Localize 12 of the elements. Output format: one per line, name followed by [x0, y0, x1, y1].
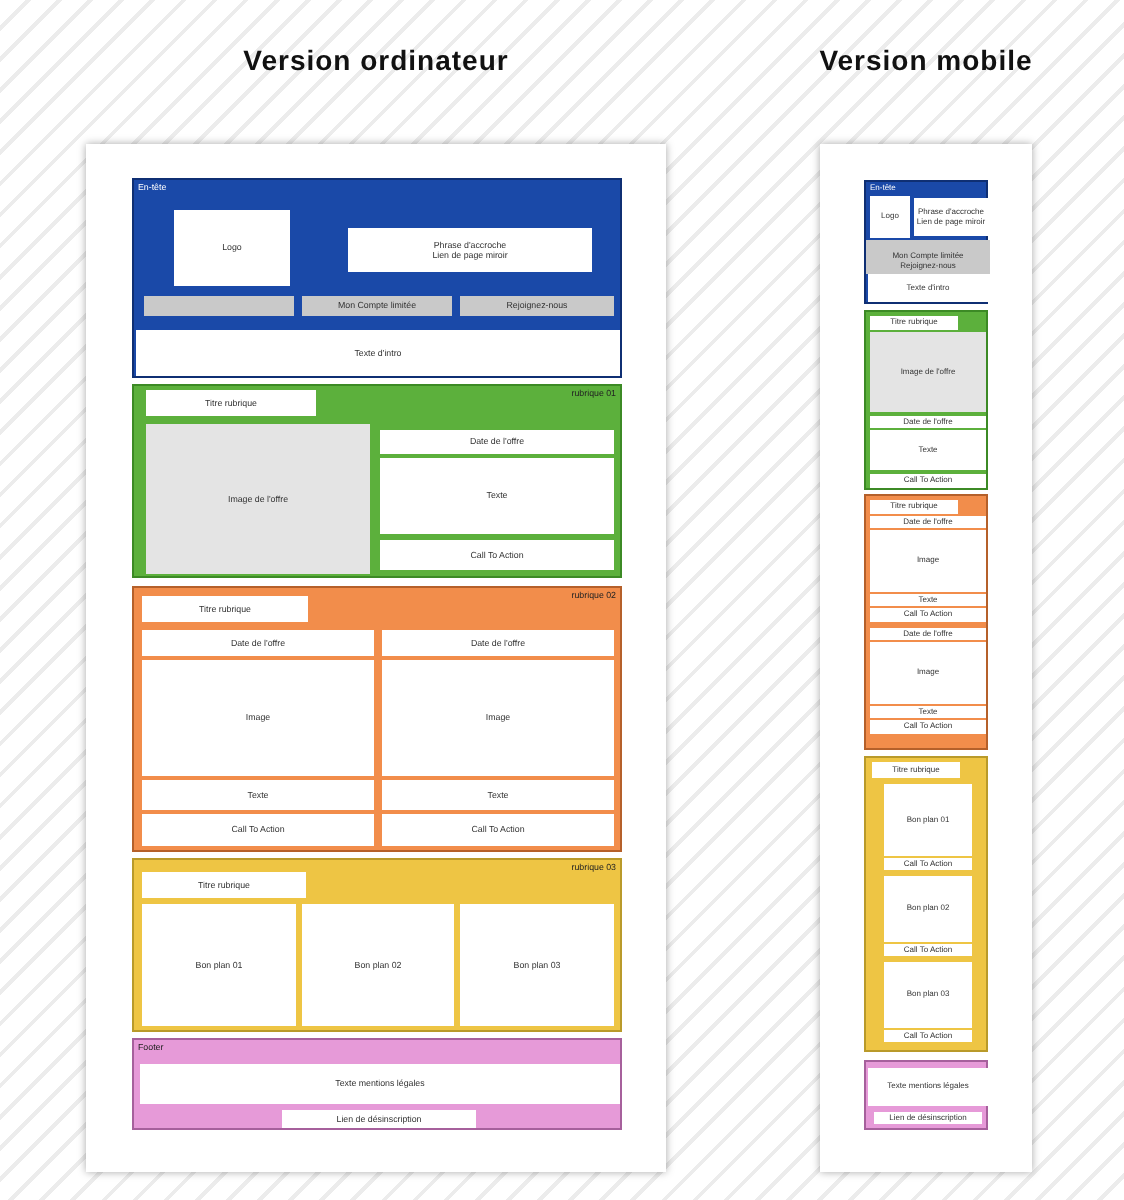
version-heading: Version mobile	[817, 44, 1035, 77]
header-section	[864, 180, 988, 304]
footer-section	[132, 1038, 622, 1130]
version-heading: Version ordinateur	[241, 44, 511, 77]
content-section	[132, 858, 622, 1032]
content-section	[132, 384, 622, 578]
content-section	[864, 756, 988, 1052]
content-section	[864, 310, 988, 490]
content-section	[132, 586, 622, 852]
header-section	[132, 178, 622, 378]
footer-section	[864, 1060, 988, 1130]
content-section	[864, 494, 988, 750]
